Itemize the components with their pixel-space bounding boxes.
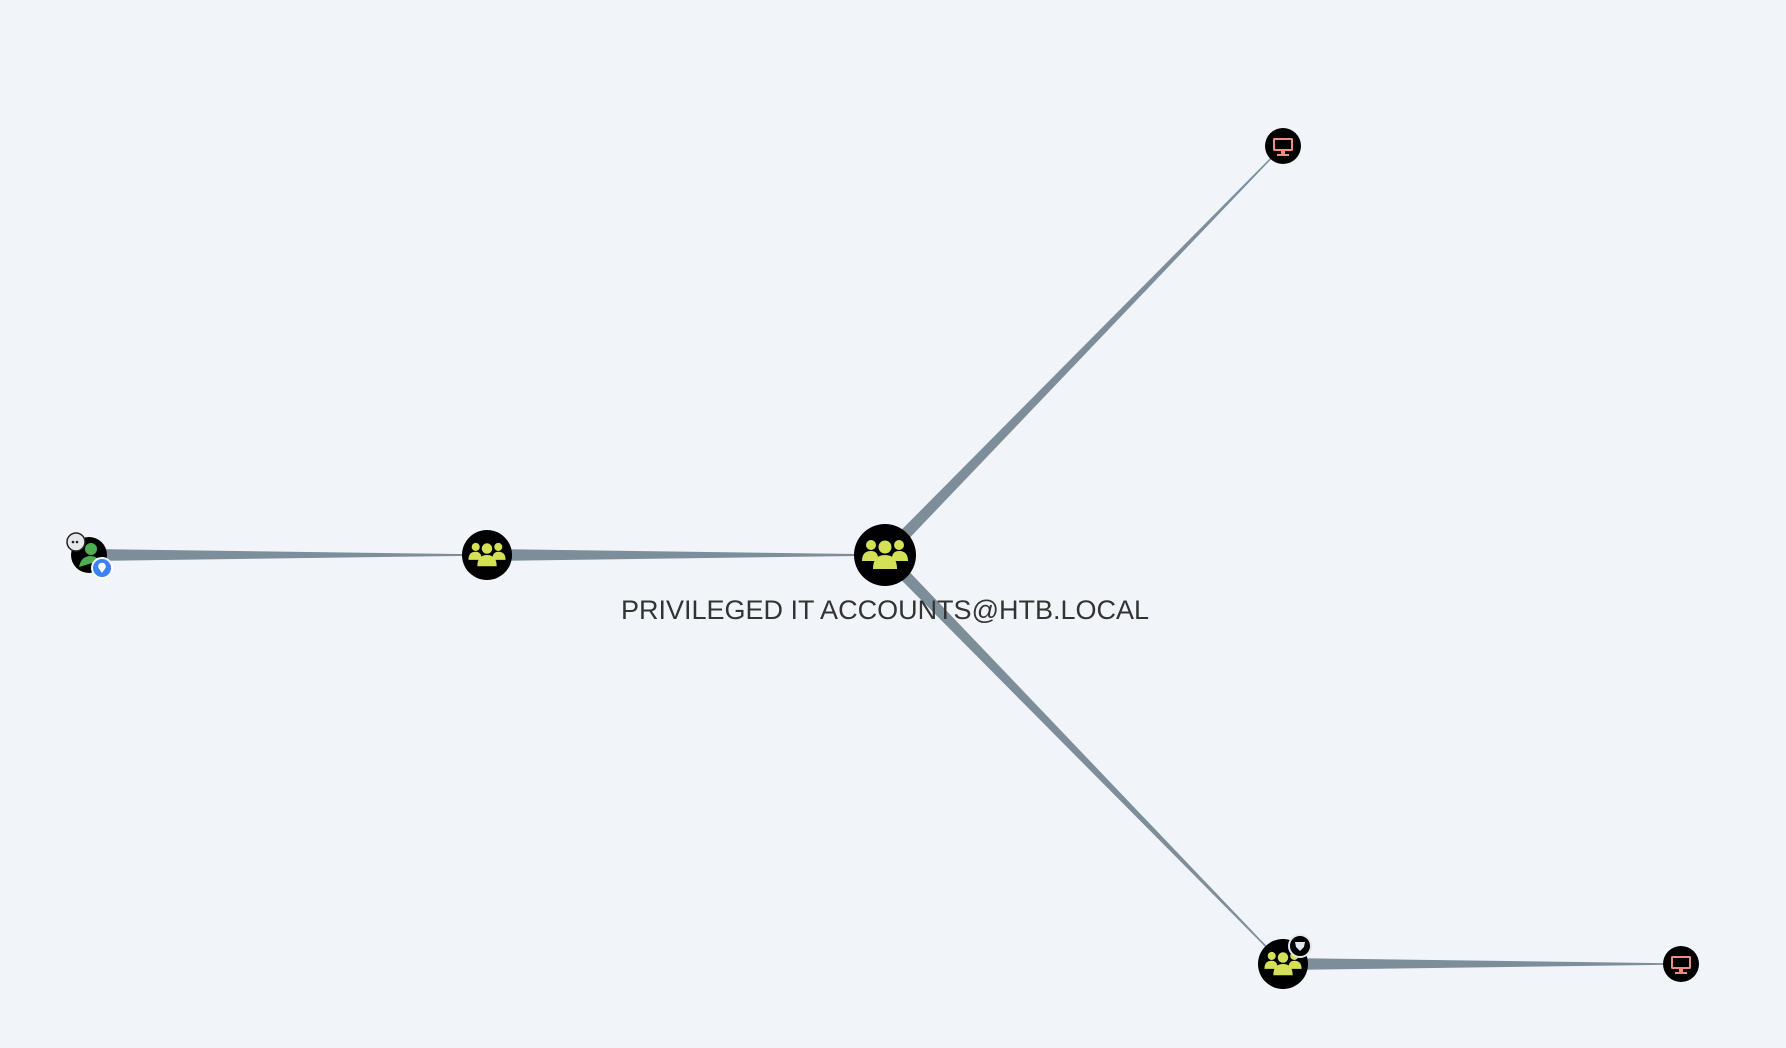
computer-node-top[interactable]	[1265, 128, 1301, 164]
edge-group-node-center-to-group-node-bottom[interactable]	[880, 550, 1284, 965]
edge-user-node-to-group-node-left[interactable]	[89, 549, 487, 561]
shield-badge-icon	[1288, 934, 1312, 958]
nodes-layer	[66, 128, 1699, 989]
edge-group-node-left-to-group-node-center[interactable]	[487, 549, 885, 561]
group-icon	[862, 540, 908, 569]
chat-badge-icon	[66, 532, 86, 552]
edge-group-node-center-to-computer-node-top[interactable]	[880, 145, 1284, 560]
group-node-left[interactable]	[462, 530, 512, 580]
node-label: PRIVILEGED IT ACCOUNTS@HTB.LOCAL	[621, 595, 1149, 625]
edges-layer	[89, 145, 1681, 970]
location-badge-icon	[91, 557, 113, 579]
group-icon	[468, 542, 506, 567]
computer-node-bottom[interactable]	[1663, 946, 1699, 982]
labels-layer: PRIVILEGED IT ACCOUNTS@HTB.LOCAL	[621, 595, 1149, 625]
computer-icon	[1273, 138, 1293, 156]
user-icon	[79, 543, 99, 567]
edge-group-node-bottom-to-computer-node-bottom[interactable]	[1283, 958, 1681, 970]
computer-icon	[1671, 956, 1691, 974]
group-node-bottom[interactable]	[1258, 934, 1312, 989]
user-node[interactable]	[66, 532, 113, 579]
group-node-center[interactable]	[854, 524, 916, 586]
